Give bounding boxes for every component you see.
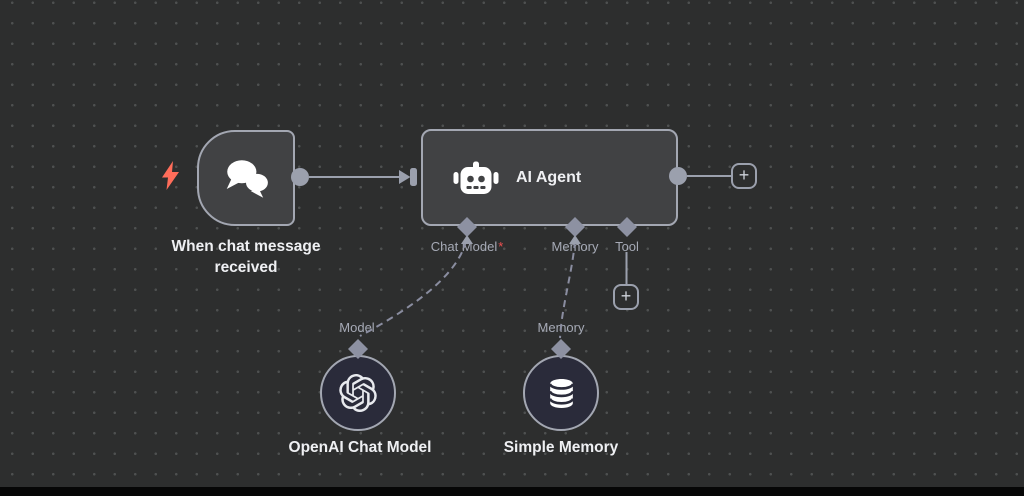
model-connector-label: Model <box>339 320 375 335</box>
chat-model-port-label-text: Chat Model <box>430 239 498 254</box>
node-when-chat-message-received[interactable] <box>197 130 295 226</box>
chat-bubbles-icon <box>226 160 268 198</box>
tool-port-label: Tool <box>615 239 639 254</box>
agent-node-title: AI Agent <box>516 168 582 186</box>
add-tool-button[interactable]: + <box>613 284 639 310</box>
memory-port-label: Memory <box>551 239 599 254</box>
openai-logo-icon <box>339 374 377 412</box>
required-asterisk: * <box>498 239 504 254</box>
agent-main-input-connector[interactable] <box>410 168 417 186</box>
add-node-button[interactable]: + <box>731 163 757 189</box>
memory-node-title: Simple Memory <box>503 439 619 456</box>
node-openai-chat-model[interactable] <box>320 355 396 431</box>
openai-node-title: OpenAI Chat Model <box>288 439 432 456</box>
connection-chat-model-dashed <box>359 240 467 337</box>
lightning-bolt-icon <box>162 161 179 190</box>
node-simple-memory[interactable] <box>523 355 599 431</box>
node-ai-agent[interactable]: AI Agent <box>421 129 678 226</box>
window-bottom-edge <box>0 487 1024 496</box>
connection-arrowhead-icon <box>399 170 411 184</box>
memory-connector-label: Memory <box>537 320 585 335</box>
chat-model-port-label: Chat Model* <box>431 239 504 254</box>
robot-icon <box>453 161 499 194</box>
trigger-node-title: When chat message received <box>171 238 321 276</box>
database-icon <box>548 378 574 408</box>
